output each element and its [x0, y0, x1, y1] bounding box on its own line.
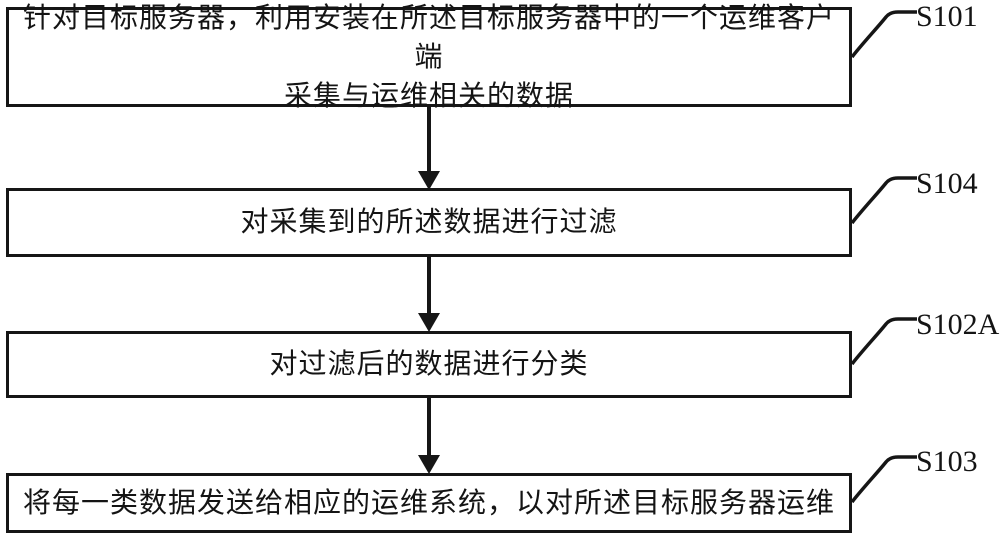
arrowhead-icon: [418, 313, 440, 332]
leader-line-s101: [850, 10, 917, 59]
step-text-line: 将每一类数据发送给相应的运维系统，以对所述目标服务器运维: [22, 487, 835, 519]
step-text-line: 采集与运维相关的数据: [283, 80, 574, 112]
step-label-s103: S103: [916, 445, 978, 478]
flow-arrow-down-1: [418, 106, 440, 190]
flow-arrow-down-2: [418, 256, 440, 332]
leader-line-s102a: [850, 317, 917, 366]
step-label-s104: S104: [916, 167, 978, 200]
arrowhead-icon: [418, 455, 440, 474]
step-box-s102a: 对过滤后的数据进行分类: [6, 331, 852, 398]
step-text-line: 对采集到的所述数据进行过滤: [240, 207, 618, 238]
step-box-s103: 将每一类数据发送给相应的运维系统，以对所述目标服务器运维: [6, 473, 852, 533]
step-box-s104: 对采集到的所述数据进行过滤: [6, 188, 852, 257]
step-label-s101: S101: [916, 0, 978, 33]
leader-line-s104: [850, 176, 917, 225]
step-text-line: 对过滤后的数据进行分类: [269, 349, 589, 380]
flow-arrow-down-3: [418, 397, 440, 474]
step-text-line: 针对目标服务器，利用安装在所述目标服务器中的一个运维客户端: [22, 2, 835, 73]
step-box-s101: 针对目标服务器，利用安装在所述目标服务器中的一个运维客户端 采集与运维相关的数据: [6, 3, 852, 112]
leader-line-s103: [850, 455, 917, 504]
step-label-s102a: S102A: [916, 308, 1000, 341]
